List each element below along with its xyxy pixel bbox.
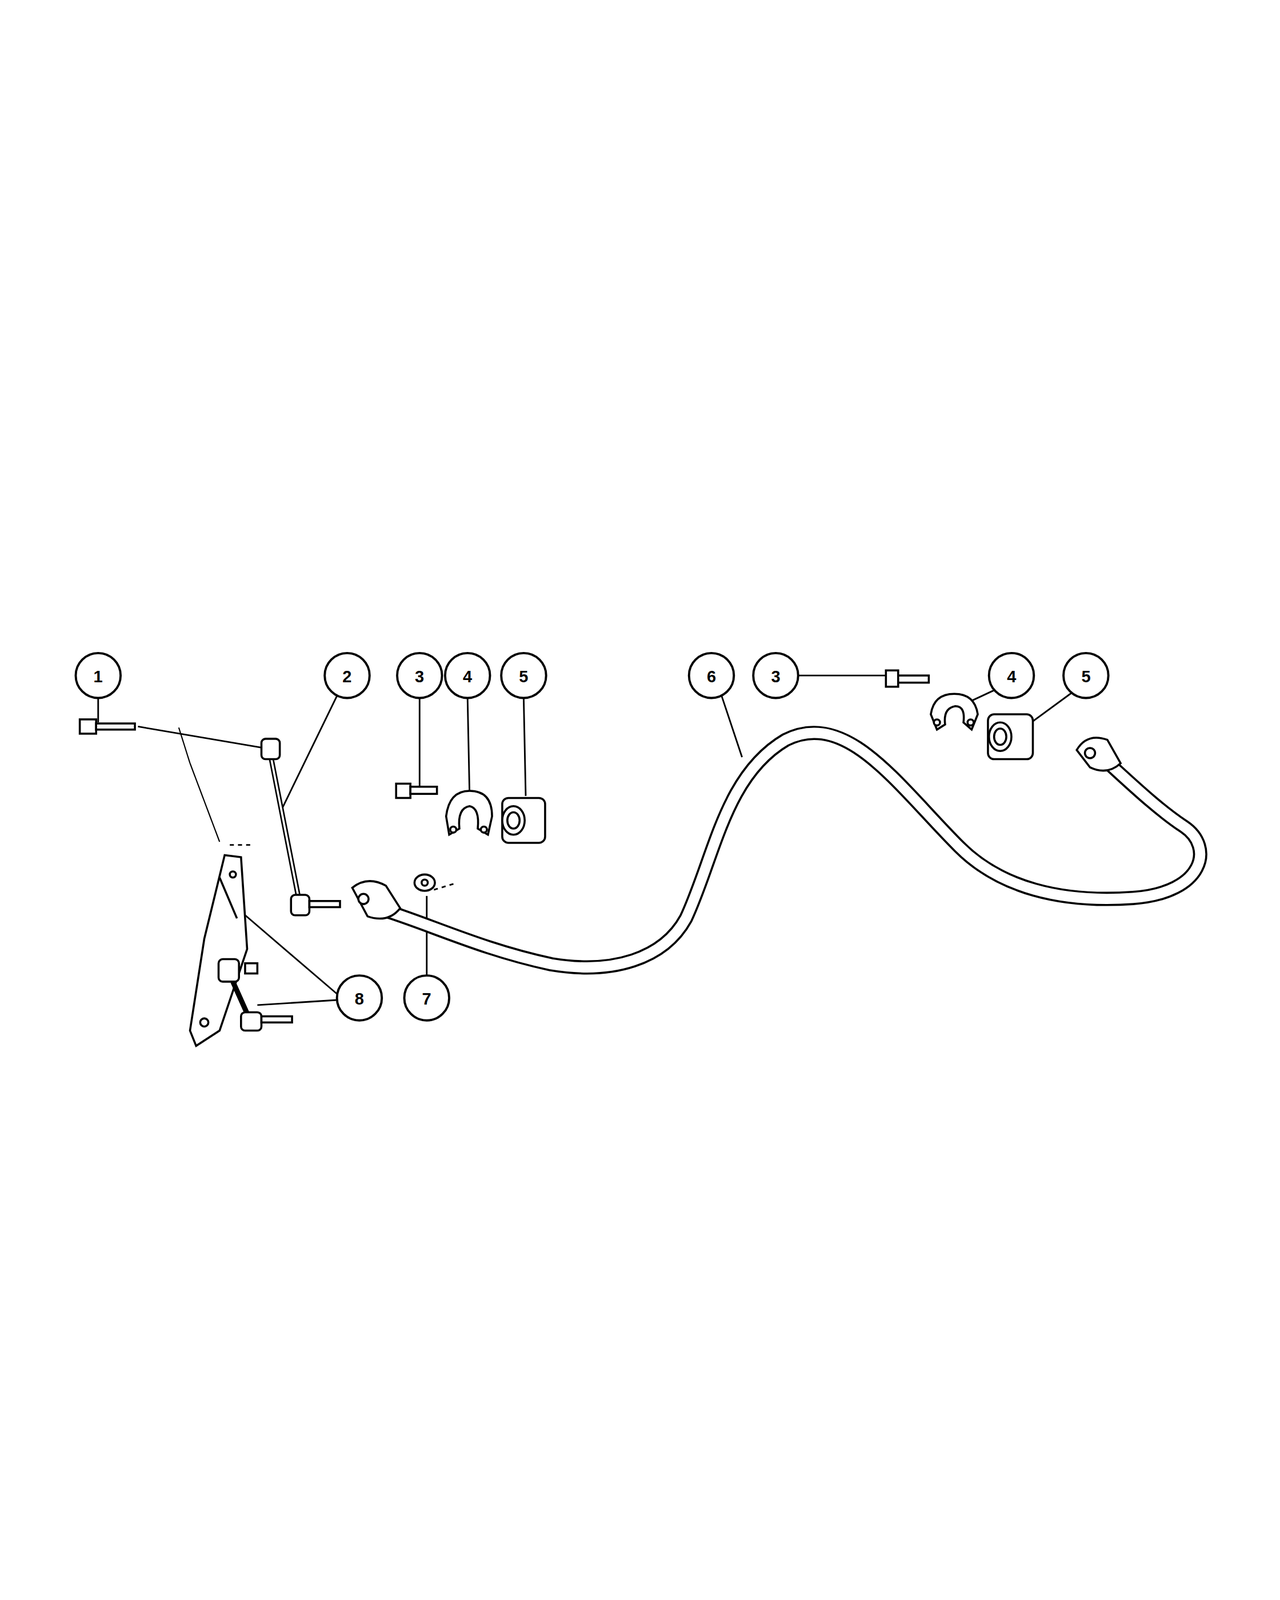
callout-number: 2 [342,668,352,685]
callout-number: 5 [1081,668,1091,685]
callout-number: 8 [354,990,364,1007]
callout-number: 5 [518,668,528,685]
callout-number: 4 [462,668,472,685]
callout-number: 7 [422,990,432,1007]
callout-number: 1 [93,668,103,685]
callout-number: 4 [1006,668,1016,685]
callout-number: 3 [414,668,424,685]
callout-number: 3 [770,668,780,685]
callout-number: 6 [706,668,716,685]
